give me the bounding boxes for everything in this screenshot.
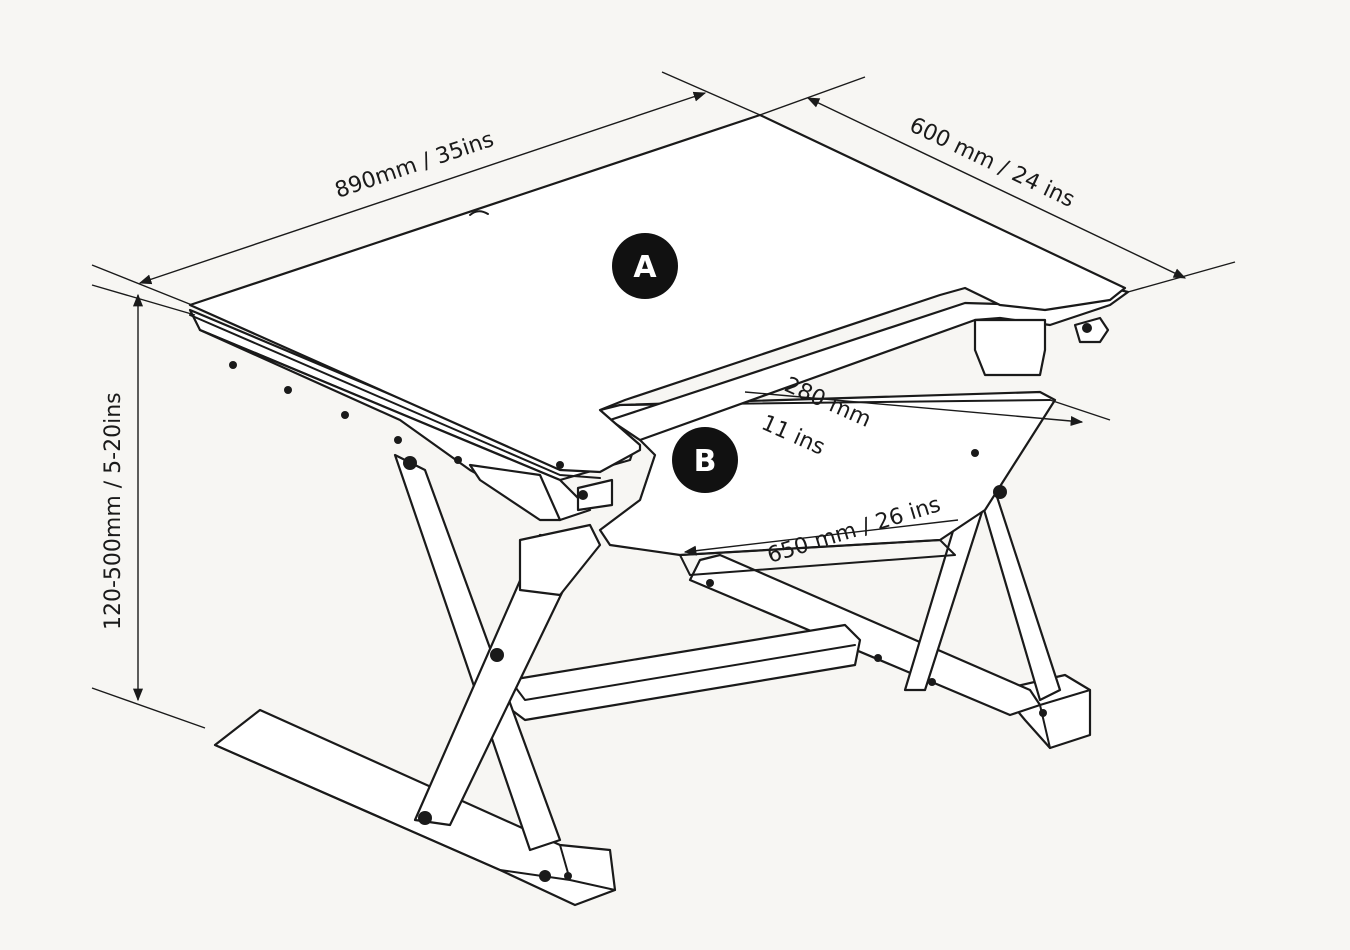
height-range-label: 120-500mm / 5-20ins [101, 392, 126, 630]
badge-a: A [612, 233, 678, 299]
dimension-lines [91, 71, 1236, 729]
badge-b: B [672, 427, 738, 493]
badge-a-label: A [633, 250, 657, 285]
bolts [229, 323, 1092, 882]
top-width-label: 890mm / 35ins [332, 127, 497, 204]
badge-b-label: B [694, 444, 717, 479]
